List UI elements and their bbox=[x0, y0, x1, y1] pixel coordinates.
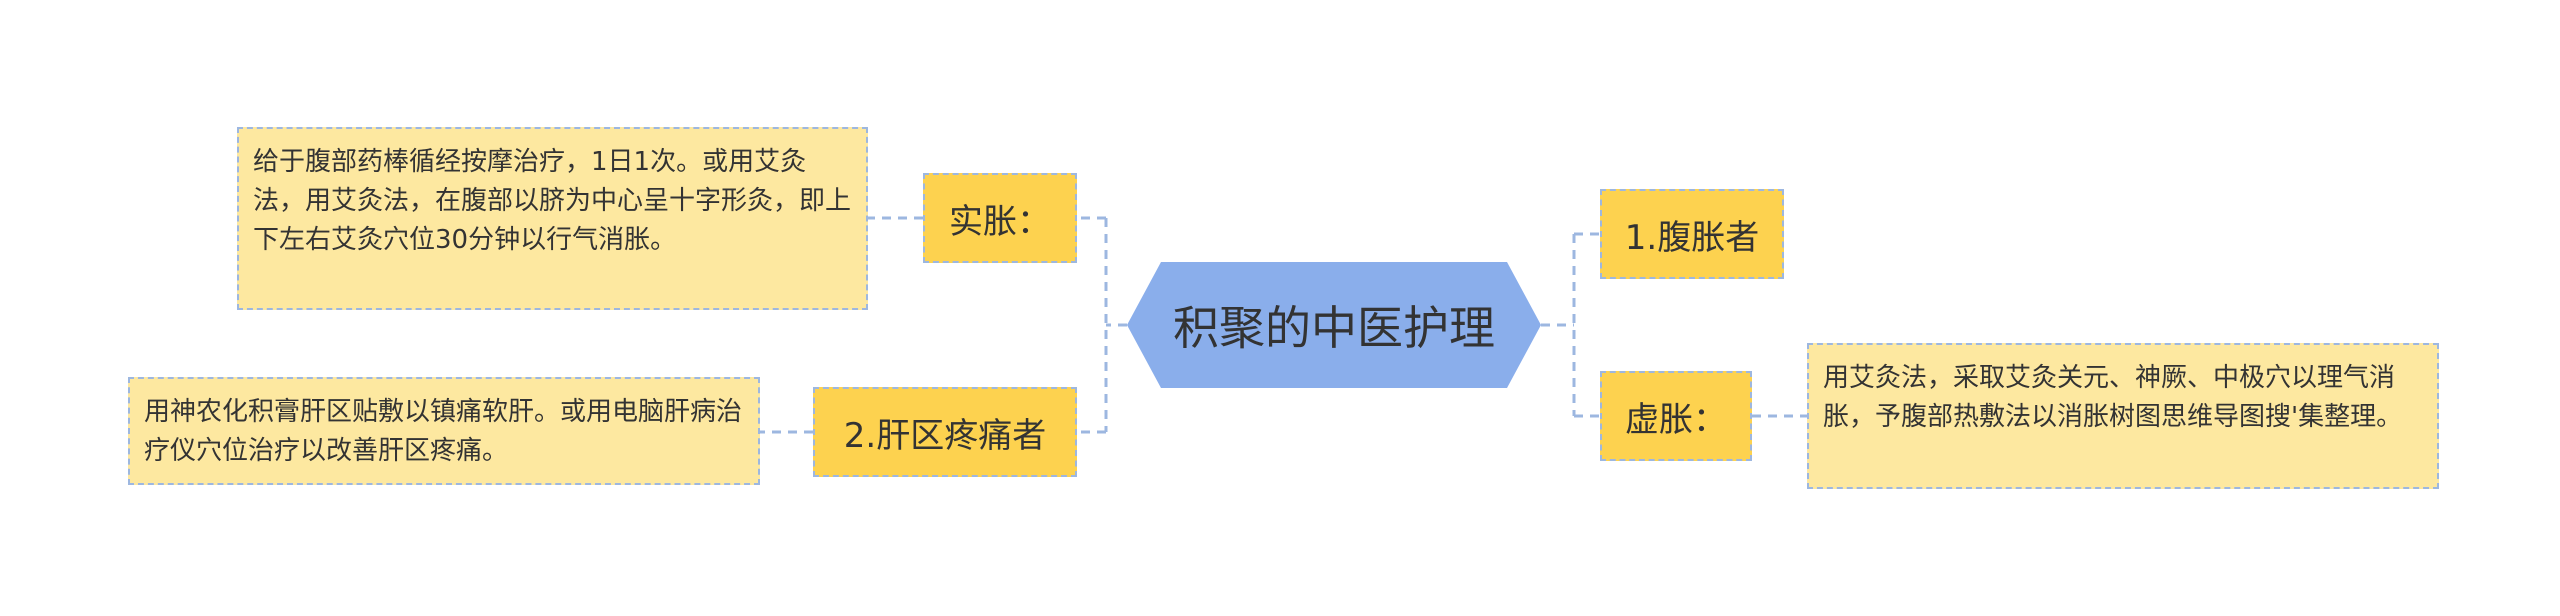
branch-xuzhang[interactable]: 虚胀： bbox=[1600, 371, 1752, 461]
detail-shizhang-text: 给于腹部药棒循经按摩治疗，1日1次。或用艾灸法，用艾灸法，在腹部以脐为中心呈十字… bbox=[253, 147, 852, 255]
branch-shizhang-label: 实胀： bbox=[949, 201, 1051, 242]
central-topic[interactable]: 积聚的中医护理 bbox=[1127, 262, 1541, 388]
detail-xuzhang[interactable]: 用艾灸法，采取艾灸关元、神厥、中极穴以理气消胀，予腹部热敷法以消胀树图思维导图搜… bbox=[1807, 343, 2439, 489]
branch-shizhang[interactable]: 实胀： bbox=[923, 173, 1077, 263]
central-topic-label: 积聚的中医护理 bbox=[1173, 301, 1495, 355]
detail-ganqu-tengtong-text: 用神农化积膏肝区贴敷以镇痛软肝。或用电脑肝病治疗仪穴位治疗以改善肝区疼痛。 bbox=[144, 397, 743, 466]
branch-fuzhang[interactable]: 1.腹胀者 bbox=[1600, 189, 1784, 279]
detail-ganqu-tengtong[interactable]: 用神农化积膏肝区贴敷以镇痛软肝。或用电脑肝病治疗仪穴位治疗以改善肝区疼痛。 bbox=[128, 377, 760, 485]
detail-shizhang[interactable]: 给于腹部药棒循经按摩治疗，1日1次。或用艾灸法，用艾灸法，在腹部以脐为中心呈十字… bbox=[237, 127, 868, 310]
detail-xuzhang-text: 用艾灸法，采取艾灸关元、神厥、中极穴以理气消胀，予腹部热敷法以消胀树图思维导图搜… bbox=[1823, 363, 2403, 432]
branch-fuzhang-label: 1.腹胀者 bbox=[1624, 217, 1760, 258]
branch-xuzhang-label: 虚胀： bbox=[1625, 399, 1727, 440]
branch-ganqu-tengtong[interactable]: 2.肝区疼痛者 bbox=[813, 387, 1077, 477]
branch-ganqu-tengtong-label: 2.肝区疼痛者 bbox=[843, 415, 1047, 456]
